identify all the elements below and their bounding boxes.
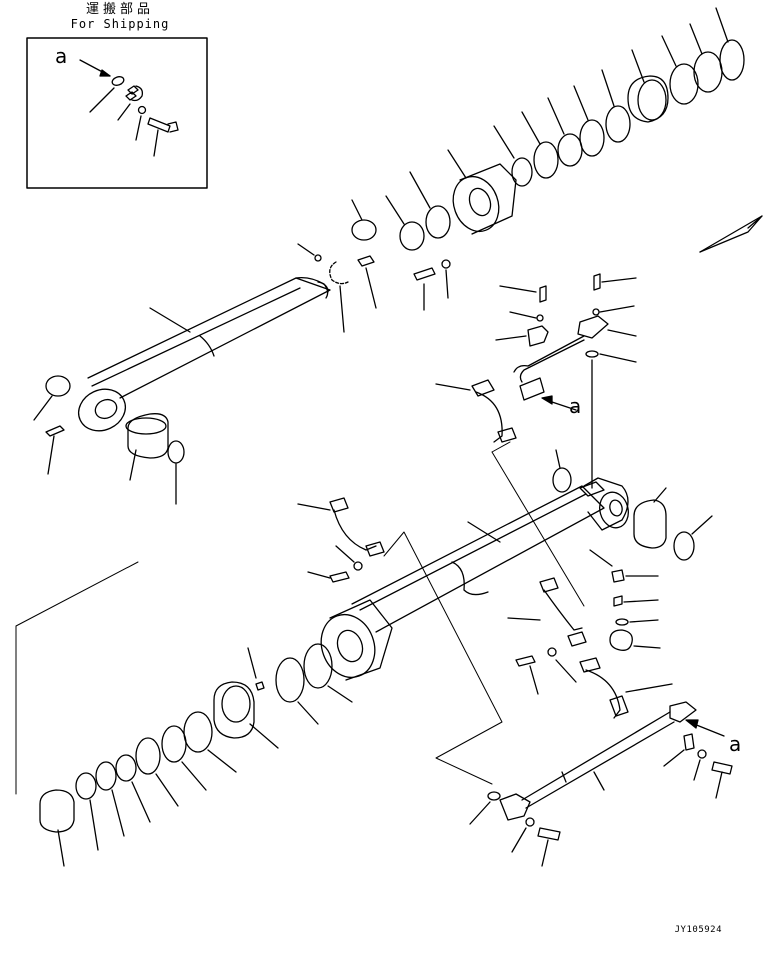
tube-bottom-eye [552,449,713,561]
upper-seal-rings [493,7,745,187]
lower-guide-line [15,561,139,795]
middle-clamp-right [507,577,587,695]
cylinder-tube [320,485,605,681]
shipping-parts-header: 運搬部品 For Shipping [60,2,180,31]
rod-small-parts [297,171,451,333]
lower-clamp-right [579,657,673,719]
piston-rod [78,276,331,432]
shipping-parts-title-japanese: 運搬部品 [85,2,154,17]
rod-end-parts [33,375,185,505]
upper-guide-line-b [699,215,763,253]
lower-pipe [469,701,733,867]
upper-piping [495,273,637,489]
detail-label-inset: a [55,44,68,68]
tube-right-fittings [589,549,661,651]
upper-guide-line [699,215,763,253]
shipping-parts-title-english: For Shipping [70,17,170,31]
shipping-parts-box [26,37,208,189]
lower-piston-parts [39,643,353,867]
cylinder-head [413,149,517,311]
drawing-code: JY105924 [674,925,722,935]
upper-clamp [435,379,585,607]
middle-clamp-left [297,497,503,785]
detail-label-upper-pipe: a [569,394,582,418]
detail-label-lower-pipe: a [729,732,742,756]
